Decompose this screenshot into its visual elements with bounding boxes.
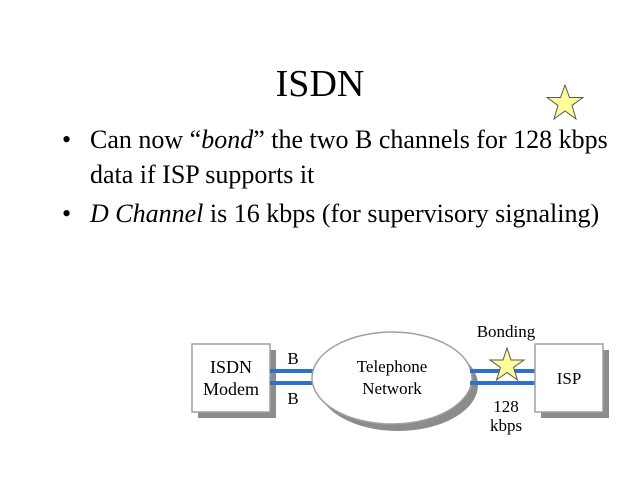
speed-label-line2: kbps	[489, 416, 523, 435]
network-label-line1: Telephone	[356, 357, 428, 376]
bullet-dot: •	[62, 125, 72, 154]
network-ellipse	[311, 331, 473, 425]
bullet-text: is 16 kbps (for supervisory signaling)	[203, 199, 600, 228]
bullet-text: Can now “	[90, 125, 202, 154]
isp-label: ISP	[556, 369, 582, 388]
speed-label-line1: 128	[493, 397, 519, 416]
bullet-item-d-channel: • D Channel is 16 kbps (for supervisory …	[62, 196, 622, 231]
speed-label: 128 kbps	[478, 397, 534, 435]
modem-box	[191, 343, 271, 413]
bullet-text: ” the two B channels for 128 kbps data i…	[90, 125, 608, 189]
bullet-dot: •	[62, 199, 72, 228]
bullet-emphasis: bond	[201, 125, 254, 154]
bonding-label: Bonding	[476, 322, 536, 341]
slide-title: ISDN	[275, 63, 365, 105]
star-icon	[546, 84, 584, 120]
star-icon	[488, 346, 526, 382]
network-label-line2: Network	[362, 379, 422, 398]
isp-box	[534, 343, 604, 413]
modem-label-line1: ISDN	[209, 357, 252, 377]
modem-label: ISDN Modem	[192, 356, 270, 400]
network-label: Telephone Network	[332, 356, 452, 400]
bullet-emphasis: D Channel	[90, 199, 204, 228]
channel-b1-label: B	[287, 349, 299, 368]
bullet-item-bond: • Can now “bond” the two B channels for …	[62, 122, 622, 192]
bullet-list: • Can now “bond” the two B channels for …	[62, 122, 622, 235]
channel-b2-label: B	[287, 389, 299, 408]
modem-label-line2: Modem	[203, 379, 259, 399]
